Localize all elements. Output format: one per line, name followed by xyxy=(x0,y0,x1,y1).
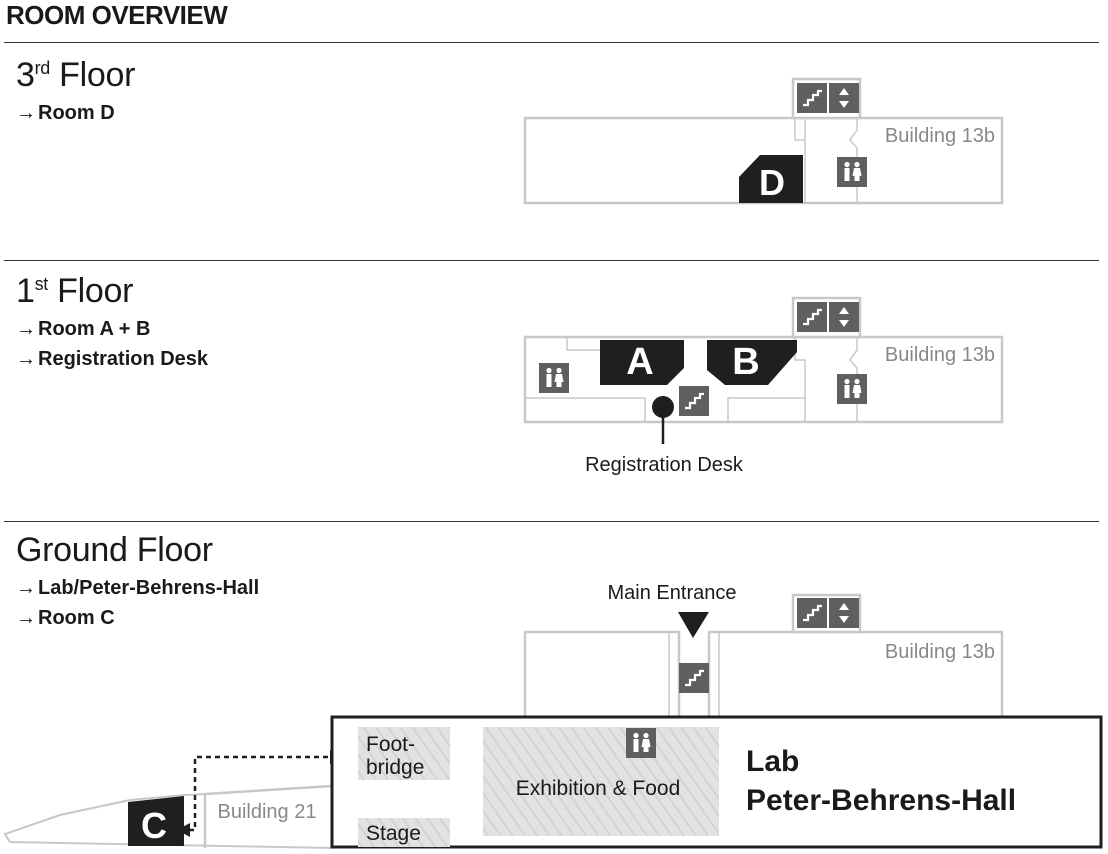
hall-label-1: Lab xyxy=(746,745,799,778)
elevator-icon xyxy=(829,83,859,113)
stairs-icon xyxy=(677,661,711,695)
restroom-icon xyxy=(836,156,868,188)
room-d xyxy=(739,155,803,203)
divider xyxy=(4,260,1099,261)
elevator-icon xyxy=(829,302,859,332)
page-title: ROOM OVERVIEW xyxy=(6,0,228,30)
link-room-a-b[interactable]: →Room A + B xyxy=(16,318,151,340)
restroom-icon xyxy=(625,727,657,759)
elevator-icon xyxy=(829,598,859,628)
footbridge-path xyxy=(180,755,330,832)
footbridge-area xyxy=(358,727,450,780)
floor-heading-3rd: 3rd Floor xyxy=(16,56,136,94)
exhibition-area xyxy=(483,727,719,836)
main-entrance-arrow xyxy=(678,612,709,638)
hall-label-2: Peter-Behrens-Hall xyxy=(746,784,1016,817)
divider xyxy=(4,521,1099,522)
stairs-icon xyxy=(795,596,829,630)
restroom-icon xyxy=(836,373,868,405)
room-b xyxy=(707,340,797,385)
stairs-icon xyxy=(677,384,711,418)
stairs-icon xyxy=(795,81,829,115)
room-a xyxy=(600,340,684,385)
room-c-label: C xyxy=(141,805,167,846)
restroom-icon xyxy=(538,362,570,394)
building-13b-label: Building 13b xyxy=(885,125,995,147)
room-a-label: A xyxy=(626,341,653,383)
building-13b-label: Building 13b xyxy=(885,344,995,366)
room-d-label: D xyxy=(759,162,785,203)
floor-heading-1st: 1st Floor xyxy=(16,272,134,310)
footbridge-label-1: Foot- xyxy=(366,733,415,756)
link-lab-peter-behrens-hall[interactable]: →Lab/Peter-Behrens-Hall xyxy=(16,577,260,599)
room-b-label: B xyxy=(732,341,759,383)
link-room-d[interactable]: →Room D xyxy=(16,102,115,124)
footbridge-label-2: bridge xyxy=(366,756,424,779)
stage-area xyxy=(358,818,450,847)
link-room-c[interactable]: →Room C xyxy=(16,607,115,629)
divider xyxy=(4,42,1099,43)
floor-heading-ground: Ground Floor xyxy=(16,531,213,569)
room-c xyxy=(128,796,184,846)
map-3rd-floor: D Building 13b xyxy=(523,77,1004,205)
map-ground-floor: Main Entrance Building 13b Building 21 C… xyxy=(3,582,1103,849)
main-entrance-label: Main Entrance xyxy=(608,582,737,604)
building-13b-label: Building 13b xyxy=(885,641,995,663)
exhibition-label: Exhibition & Food xyxy=(516,777,681,800)
building-21-label: Building 21 xyxy=(218,801,317,823)
building-outline xyxy=(523,335,1004,424)
map-1st-floor: A B Registration Desk Building 13b xyxy=(523,296,1004,476)
registration-desk-callout: Registration Desk xyxy=(585,454,744,476)
stairs-icon xyxy=(795,300,829,334)
stage-label: Stage xyxy=(366,822,421,845)
link-registration-desk[interactable]: →Registration Desk xyxy=(16,348,209,370)
